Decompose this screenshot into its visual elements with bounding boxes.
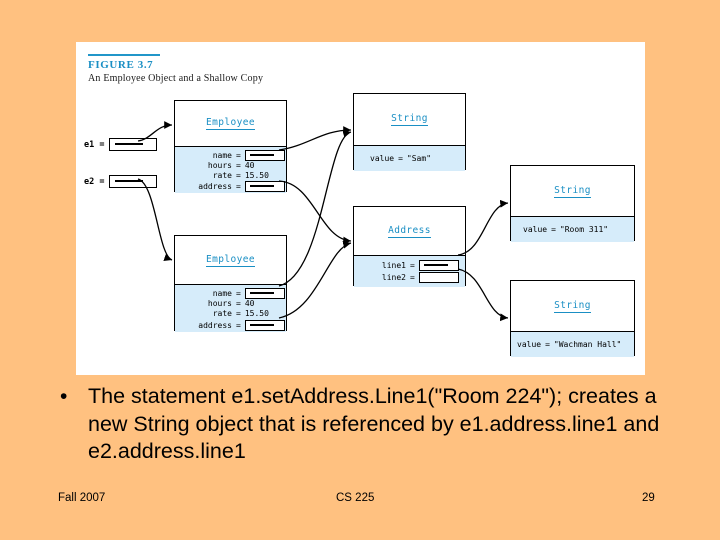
object-string-sam-header: String [354, 94, 465, 145]
field-line2-refbox [418, 272, 459, 283]
object-employee-2-body: name = hours = 40 rate = 15.50 address = [175, 284, 286, 332]
field-rate: rate = 15.50 [212, 171, 269, 180]
object-employee-1-header: Employee [175, 101, 286, 146]
field-line1-refbox [418, 260, 459, 271]
field-name: name = [188, 288, 285, 299]
field-address-refbox [244, 320, 285, 331]
arrow-employee1-address-to-address [278, 180, 352, 245]
object-employee-2-header: Employee [175, 236, 286, 284]
object-employee-1-title: Employee [206, 117, 255, 130]
footer-course: CS 225 [336, 492, 375, 504]
figure-label: FIGURE 3.7 [88, 59, 154, 71]
object-employee-2: Employee name = hours = 40 rate = 15.50 … [174, 235, 287, 332]
field-address: address = [188, 181, 285, 192]
object-address-1: Address line1 = line2 = [353, 206, 466, 287]
variable-e1-refbox [109, 138, 158, 151]
footer-page-number: 29 [642, 492, 655, 504]
object-string-room311-body: value = "Room 311" [511, 216, 634, 242]
object-string-wachman: String value = "Wachman Hall" [510, 280, 635, 357]
object-address-1-title: Address [388, 224, 431, 238]
variable-e2-label: e2 = [84, 176, 105, 187]
field-value: value = "Sam" [370, 154, 432, 163]
bullet-block: • The statement e1.setAddress.Line1("Roo… [60, 383, 660, 466]
arrow-employee1-name-to-string-sam [278, 126, 352, 151]
slide-footer: Fall 2007 CS 225 29 [0, 492, 720, 512]
object-string-room311: String value = "Room 311" [510, 165, 635, 242]
object-string-wachman-body: value = "Wachman Hall" [511, 331, 634, 357]
field-hours: hours = 40 [207, 161, 255, 170]
figure-panel: FIGURE 3.7 An Employee Object and a Shal… [76, 42, 645, 375]
field-name-refbox [244, 288, 285, 299]
arrow-employee2-address-to-address [278, 240, 352, 319]
object-string-sam: String value = "Sam" [353, 93, 466, 171]
object-string-room311-header: String [511, 166, 634, 216]
bullet-marker: • [60, 385, 68, 408]
object-address-1-header: Address [354, 207, 465, 255]
object-string-sam-title: String [391, 113, 428, 126]
field-line2: line2 = [370, 272, 459, 283]
object-string-wachman-header: String [511, 281, 634, 331]
footer-term: Fall 2007 [58, 492, 106, 504]
figure-subtitle: An Employee Object and a Shallow Copy [88, 73, 264, 84]
object-string-sam-body: value = "Sam" [354, 145, 465, 171]
field-rate: rate = 15.50 [212, 309, 269, 318]
object-employee-1-body: name = hours = 40 rate = 15.50 address = [175, 146, 286, 193]
arrow-employee2-name-to-string-sam [278, 130, 352, 287]
field-value: value = "Room 311" [523, 225, 609, 234]
object-string-room311-title: String [554, 184, 591, 198]
object-employee-2-title: Employee [206, 253, 255, 267]
field-value: value = "Wachman Hall" [517, 340, 622, 349]
field-address: address = [188, 320, 285, 331]
object-address-1-body: line1 = line2 = [354, 255, 465, 287]
figure-rule [88, 54, 160, 56]
field-name-refbox [244, 150, 285, 161]
variable-e2-refbox [109, 175, 158, 188]
arrow-e2-to-employee2 [137, 178, 173, 262]
field-line1: line1 = [370, 260, 459, 271]
field-address-refbox [244, 181, 285, 192]
variable-e1: e1 = [84, 138, 158, 151]
variable-e2: e2 = [84, 175, 158, 188]
variable-e1-label: e1 = [84, 139, 105, 150]
bullet-text: The statement e1.setAddress.Line1("Room … [88, 384, 660, 464]
field-name: name = [188, 150, 285, 161]
object-employee-1: Employee name = hours = 40 rate = 15.50 … [174, 100, 287, 193]
object-string-wachman-title: String [554, 299, 591, 313]
field-hours: hours = 40 [207, 299, 255, 308]
